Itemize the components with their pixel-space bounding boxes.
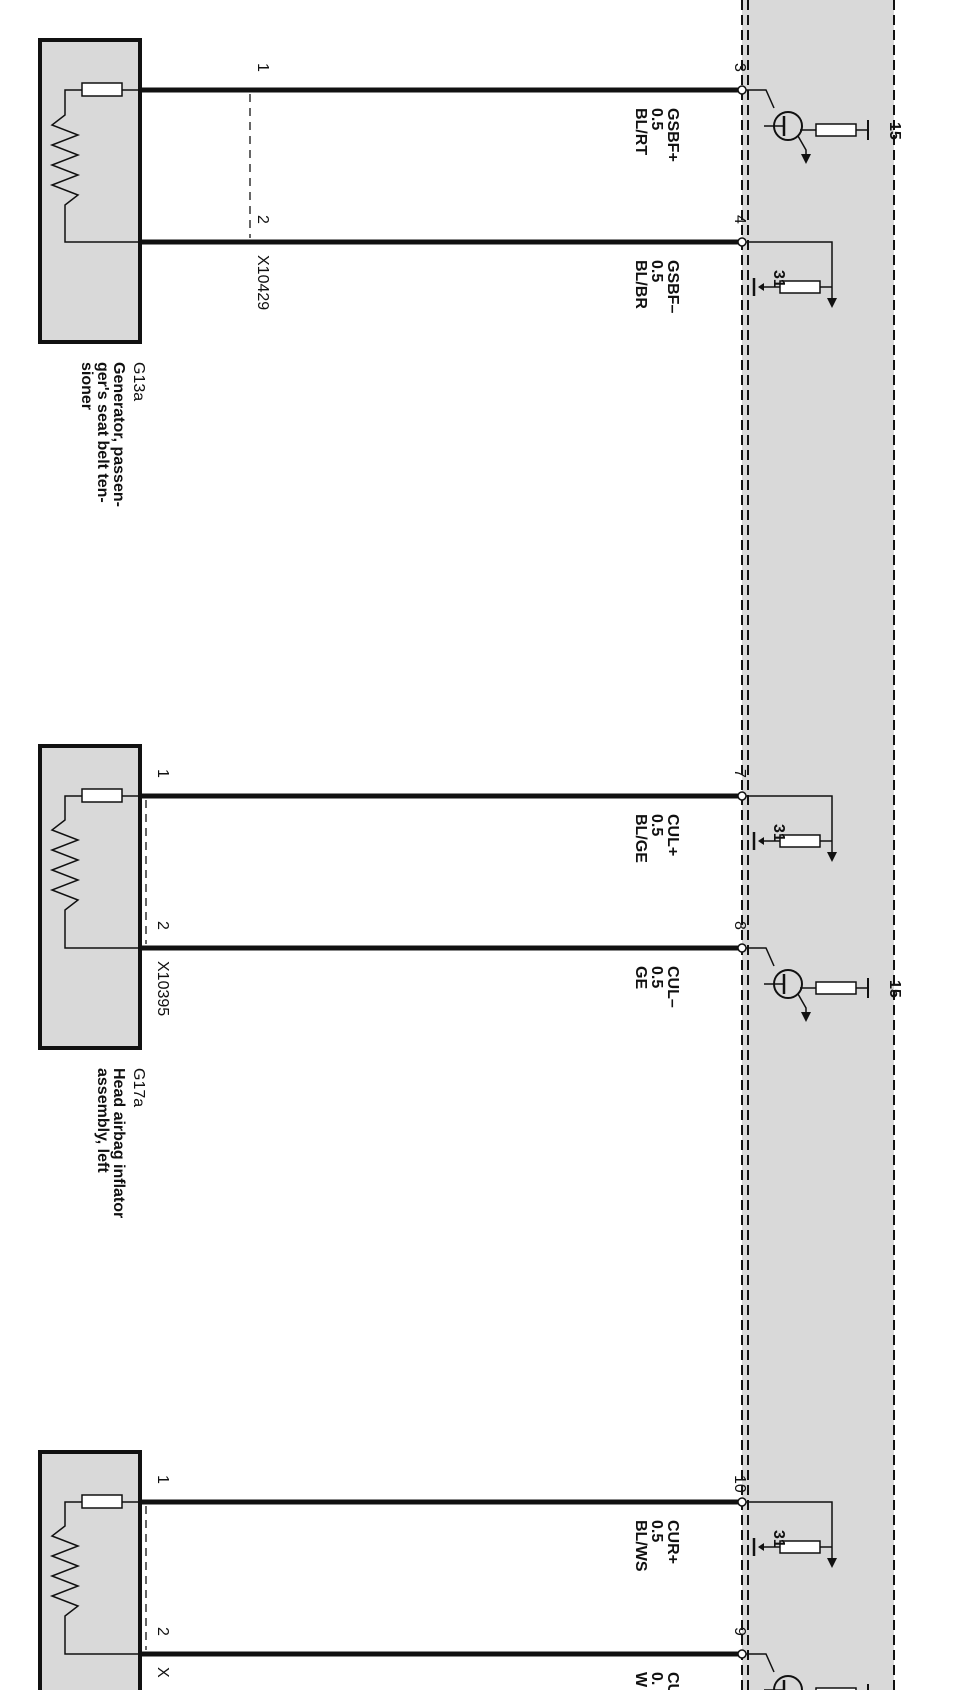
- module-pin-number: 9: [731, 1627, 748, 1636]
- component-name-line-1: Generator, passen-: [110, 362, 127, 507]
- component-g13a: 1 2 X10429 G13a Generator, passen- ger's…: [38, 38, 742, 507]
- heater-coil-icon: [49, 795, 140, 949]
- component-id: G13a: [130, 362, 147, 401]
- connector-id: X10395: [154, 961, 171, 1016]
- connector-pin-1: 1: [254, 63, 271, 72]
- pin-terminal-icon: [737, 237, 747, 247]
- resistor-icon: [815, 123, 857, 137]
- component-3: 1 2 X: [38, 1450, 742, 1690]
- arrow-down-icon: [801, 1012, 811, 1022]
- resistor-icon: [81, 788, 123, 803]
- wire-color-label: BL/RT: [632, 108, 649, 155]
- connector-pin-1: 1: [154, 1475, 171, 1484]
- ground-branch-icon: [746, 241, 833, 284]
- ground-terminal-label: 31: [770, 270, 787, 288]
- wire-color-label: BL/GE: [632, 814, 649, 863]
- connector-pin-2: 2: [154, 921, 171, 930]
- supply-terminal-label: 15: [886, 122, 903, 140]
- transistor-lead-icon: [746, 1653, 775, 1673]
- connector-pin-1: 1: [154, 769, 171, 778]
- pin-terminal-icon: [737, 943, 747, 953]
- arrow-left-icon: [758, 1543, 764, 1551]
- component-id: G17a: [130, 1068, 147, 1107]
- arrow-down-icon: [827, 1558, 837, 1568]
- resistor-icon: [81, 1494, 123, 1509]
- component-name-line-2: assembly, left: [94, 1068, 111, 1173]
- ground-terminal-label: 31: [770, 824, 787, 842]
- module-pin-number: 3: [731, 63, 748, 72]
- ground-branch-icon: [746, 1501, 833, 1544]
- resistor-icon: [815, 1687, 857, 1690]
- pin-terminal-icon: [737, 1497, 747, 1507]
- ground-terminal-label: 31: [770, 1530, 787, 1548]
- component-name-line-3: sioner: [78, 362, 95, 410]
- connector-id: X10429: [254, 255, 271, 310]
- connector-pin-2: 2: [254, 215, 271, 224]
- connector-pin-2: 2: [154, 1627, 171, 1636]
- component-box: [38, 1450, 142, 1690]
- wire-size-label: 0.5: [648, 966, 665, 988]
- connector-id: X: [154, 1667, 171, 1678]
- wire-signal-label: GSBF–: [664, 260, 681, 313]
- wire-signal-label: GSBF+: [664, 108, 681, 162]
- module-pin-number: 8: [731, 921, 748, 930]
- pin-terminal-icon: [737, 1649, 747, 1659]
- arrow-left-icon: [758, 283, 764, 291]
- wire-signal-label: CUR+: [664, 1520, 681, 1564]
- wire-signal-label: CUL+: [664, 814, 681, 856]
- pin-terminal-icon: [737, 85, 747, 95]
- arrow-down-icon: [801, 154, 811, 164]
- arrow-down-icon: [827, 298, 837, 308]
- wire-color-label: BL/WS: [632, 1520, 649, 1572]
- heater-coil-icon: [49, 1501, 140, 1655]
- wire-size-label: 0.5: [648, 260, 665, 282]
- wire-size-label: 0.5: [648, 814, 665, 836]
- heater-coil-icon: [49, 89, 140, 243]
- supply-terminal-label: 15: [886, 980, 903, 998]
- resistor-icon: [81, 82, 123, 97]
- wire-color-label: BL/BR: [632, 260, 649, 309]
- wire-size-label: 0.5: [648, 1520, 665, 1542]
- arrow-down-icon: [827, 852, 837, 862]
- transistor-lead-icon: [746, 947, 775, 967]
- component-name-line-2: ger's seat belt ten-: [94, 362, 111, 503]
- wire-size-label: 0.: [648, 1672, 665, 1685]
- arrow-left-icon: [758, 837, 764, 845]
- transistor-icon: [773, 1675, 803, 1690]
- component-name-line-1: Head airbag inflator: [110, 1068, 127, 1218]
- module-pin-number: 4: [731, 215, 748, 224]
- wire-signal-label: CU: [664, 1672, 681, 1690]
- wire-color-label: GE: [632, 966, 649, 989]
- wire-signal-label: CUL–: [664, 966, 681, 1008]
- transistor-lead-icon: [746, 89, 775, 109]
- module-pin-number: 7: [731, 769, 748, 778]
- module-pin-number: 10: [731, 1475, 748, 1493]
- resistor-icon: [815, 981, 857, 995]
- pin-terminal-icon: [737, 791, 747, 801]
- component-g17a: 1 2 X10395 G17a Head airbag inflator ass…: [38, 744, 742, 1218]
- wire-size-label: 0.5: [648, 108, 665, 130]
- ground-branch-icon: [746, 795, 833, 838]
- wire-color-label: W: [632, 1672, 649, 1688]
